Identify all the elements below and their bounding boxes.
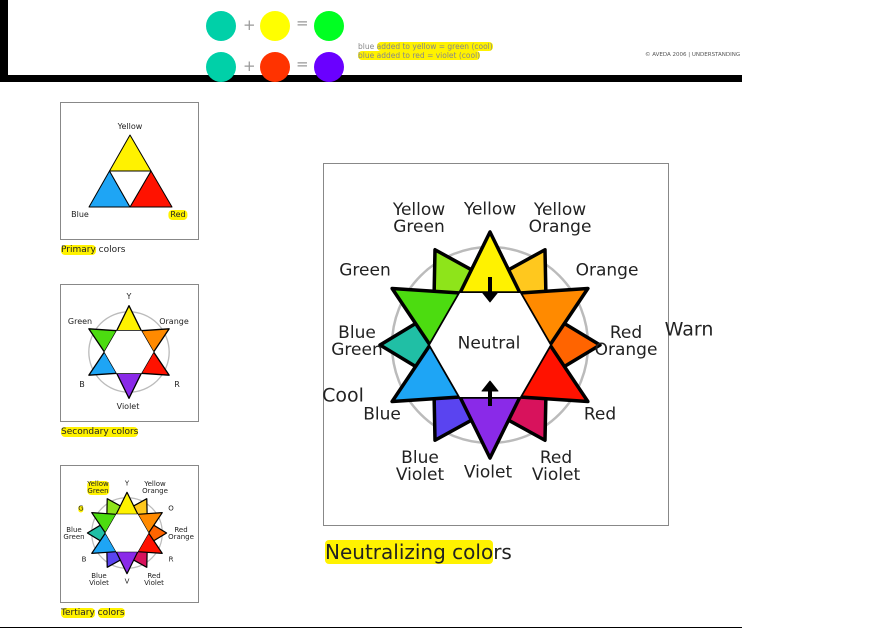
note-line-1: added to yellow = green (cool) (376, 42, 493, 51)
label-yellow: Yellow (117, 122, 143, 131)
label-blue-green: Blue Green (331, 323, 383, 360)
red-swatch (260, 52, 290, 82)
label-blue: Blue (71, 210, 89, 219)
caption-highlight-2: colors (97, 608, 125, 618)
label-yellow-orange: Yellow Orange (142, 480, 168, 495)
label-yellow: Yellow (463, 199, 517, 220)
yellow-swatch (260, 11, 290, 41)
title-highlight: Neutralizing colo (325, 540, 494, 564)
title-rest: rs (493, 540, 512, 564)
label-v: V (124, 577, 130, 586)
label-red: Red (583, 404, 617, 425)
neutral-hexagon (429, 293, 551, 397)
label-blue-violet: Blue Violet (89, 572, 109, 587)
blue-green-swatch (206, 11, 236, 41)
secondary-caption: Secondary colors (61, 427, 139, 437)
up-arrow-icon-head (481, 380, 499, 392)
caption-highlight: Primary (61, 245, 96, 255)
label-blue-green: Blue Green (63, 526, 85, 541)
equals-sign: = (296, 14, 309, 32)
top-black-bar (0, 75, 742, 82)
label-blue-violet: Blue Violet (395, 448, 445, 485)
label-o: O (168, 504, 174, 513)
tertiary-caption: Tertiary colors (61, 608, 125, 618)
green-swatch (314, 11, 344, 41)
label-red-orange: Red Orange (168, 526, 194, 541)
label-warm: Warn (664, 318, 714, 341)
plus-sign: + (243, 57, 256, 75)
bottom-rule (0, 627, 742, 628)
note-line-2: blue added to red = violet (cool) (358, 51, 481, 60)
label-neutral: Neutral (457, 333, 521, 354)
left-black-bar (0, 0, 8, 82)
label-yellow-green: Yellow Green (392, 200, 446, 237)
down-arrow-icon-head (481, 291, 499, 303)
label-y: Y (124, 479, 130, 488)
label-violet: Violet (463, 462, 513, 483)
neutral-hexagon (104, 330, 154, 374)
copyright: © AVEDA 2006 | UNDERSTANDING COL (645, 52, 742, 58)
equals-sign: = (296, 55, 309, 73)
white-triangle (109, 170, 152, 208)
plus-sign: + (243, 16, 256, 34)
caption-highlight-1: Tertiary (61, 608, 95, 618)
label-red-orange: Red Orange (594, 323, 658, 360)
label-cool: Cool (322, 384, 364, 407)
label-b: B (81, 555, 87, 564)
violet-swatch (314, 52, 344, 82)
equation-notes: blue added to yellow = green (cool) blue… (358, 42, 493, 60)
label-red-violet: Red Violet (144, 572, 164, 587)
label-red: Red (168, 210, 188, 220)
label-r: R (168, 555, 174, 564)
label-r: R (174, 380, 180, 389)
label-orange: Orange (575, 260, 639, 281)
label-orange: Orange (159, 317, 189, 326)
label-red-violet: Red Violet (531, 448, 581, 485)
label-green: Green (339, 260, 391, 281)
label-yellow-orange: Yellow Orange (528, 200, 592, 237)
label-yellow-green: Yellow Green (87, 480, 109, 495)
neutralizing-title: Neutralizing colors (325, 540, 512, 564)
label-g: G (78, 504, 84, 513)
label-green: Green (67, 317, 93, 326)
label-violet: Violet (116, 402, 140, 411)
caption-text: colors (95, 245, 126, 255)
primary-caption: Primary colors (61, 245, 126, 255)
blue-green-swatch (206, 52, 236, 82)
note-prefix: blue (358, 42, 375, 51)
neutral-hexagon (105, 514, 149, 552)
label-blue: Blue (363, 404, 401, 425)
label-b: B (79, 380, 85, 389)
label-y: Y (126, 292, 132, 301)
